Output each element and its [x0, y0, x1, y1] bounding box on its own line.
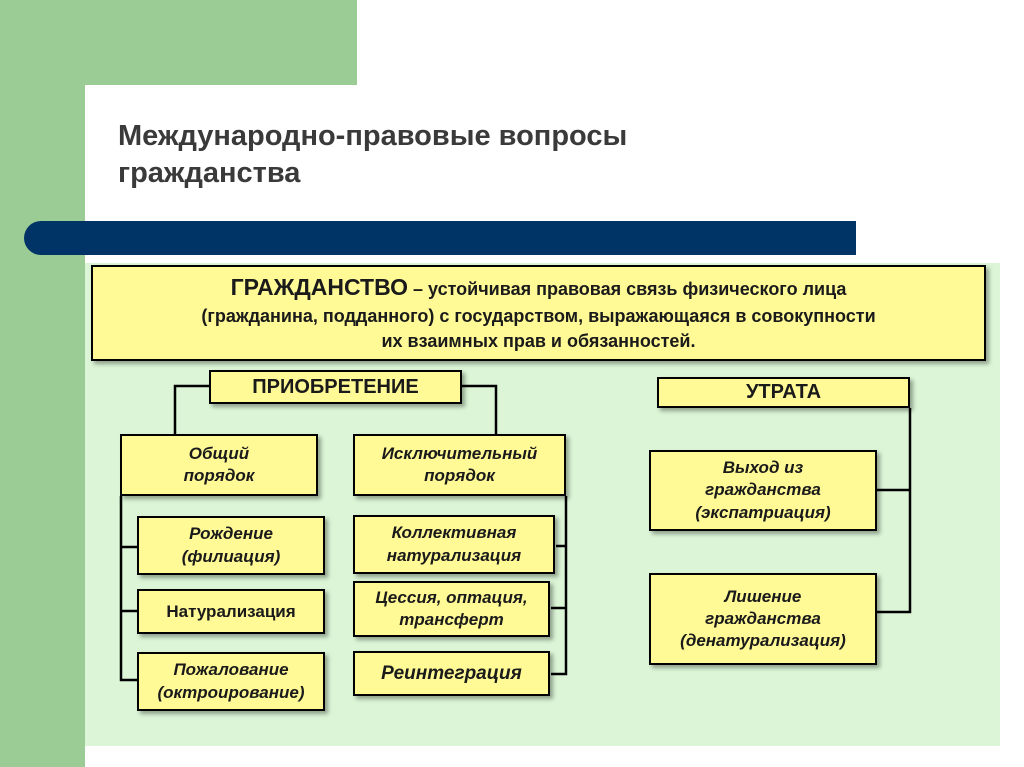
title-line-1: Международно-правовые вопросы	[118, 120, 628, 152]
exceptional-item-collective-line-1: Коллективная	[391, 523, 517, 543]
connector-loss-vertical	[877, 408, 912, 614]
loss-item-expatriation-line-1: Выход из	[722, 458, 804, 478]
general-item-grant-line-1: Пожалование	[173, 660, 289, 680]
loss-box: УТРАТА	[657, 377, 910, 408]
title-underline-bar	[24, 221, 856, 255]
loss-label: УТРАТА	[745, 381, 822, 403]
decor-green-top	[85, 0, 357, 85]
exceptional-order-box: Исключительный порядок	[353, 434, 566, 496]
acquisition-label: ПРИОБРЕТЕНИЕ	[252, 375, 419, 398]
definition-box: ГРАЖДАНСТВО – устойчивая правовая связь …	[91, 265, 986, 361]
title-line-2: гражданства	[118, 157, 301, 190]
general-order-label-2: порядок	[183, 466, 255, 485]
loss-item-expatriation: Выход из гражданства (экспатриация)	[649, 450, 877, 531]
connector-acq-right	[462, 384, 498, 434]
general-item-birth-line-2: (филиация)	[181, 546, 281, 566]
connector-exceptional-vertical	[551, 496, 568, 676]
exceptional-order-label-1: Исключительный	[381, 443, 538, 463]
exceptional-item-reintegration-label: Реинтеграция	[381, 662, 522, 684]
exceptional-item-cession-line-1: Цессия, оптация,	[375, 587, 528, 607]
general-order-label-1: Общий	[188, 443, 250, 463]
loss-item-expatriation-line-2: гражданства	[705, 480, 821, 500]
loss-item-denaturalization-line-1: Лишение	[724, 586, 802, 606]
general-item-birth: Рождение (филиация)	[137, 516, 325, 575]
loss-item-expatriation-line-3: (экспатриация)	[695, 502, 831, 522]
exceptional-item-collective-line-2: натурализация	[386, 545, 522, 565]
exceptional-item-cession-line-2: трансферт	[399, 610, 504, 629]
definition-line-2: (гражданина, подданного) с государством,…	[201, 306, 876, 327]
slide-title: Международно-правовые вопросы гражданств…	[118, 118, 878, 192]
definition-line-1-rest: – устойчивая правовая связь физического …	[408, 279, 847, 300]
connector-general-vertical	[119, 496, 138, 682]
general-item-grant: Пожалование (октроирование)	[137, 652, 325, 711]
definition-line-3: их взаимных прав и обязанностей.	[381, 330, 696, 351]
general-item-birth-line-1: Рождение	[189, 524, 273, 544]
definition-term: ГРАЖДАНСТВО	[230, 274, 408, 301]
general-item-naturalization: Натурализация	[137, 589, 325, 634]
general-item-naturalization-label: Натурализация	[166, 601, 296, 621]
connector-acq-left	[173, 384, 210, 434]
exceptional-order-label-2: порядок	[424, 466, 495, 485]
general-order-box: Общий порядок	[120, 434, 318, 496]
loss-item-denaturalization-line-2: гражданства	[705, 608, 821, 628]
exceptional-item-cession: Цессия, оптация, трансферт	[353, 581, 550, 637]
definition-line-1: ГРАЖДАНСТВО – устойчивая правовая связь …	[231, 272, 847, 304]
loss-item-denaturalization-line-3: (денатурализация)	[680, 631, 846, 651]
exceptional-item-reintegration: Реинтеграция	[353, 651, 550, 696]
acquisition-box: ПРИОБРЕТЕНИЕ	[209, 370, 462, 404]
loss-item-denaturalization: Лишение гражданства (денатурализация)	[649, 573, 877, 665]
exceptional-item-collective: Коллективная натурализация	[353, 515, 555, 574]
general-item-grant-line-2: (октроирование)	[157, 682, 305, 702]
decor-green-left	[0, 0, 85, 767]
